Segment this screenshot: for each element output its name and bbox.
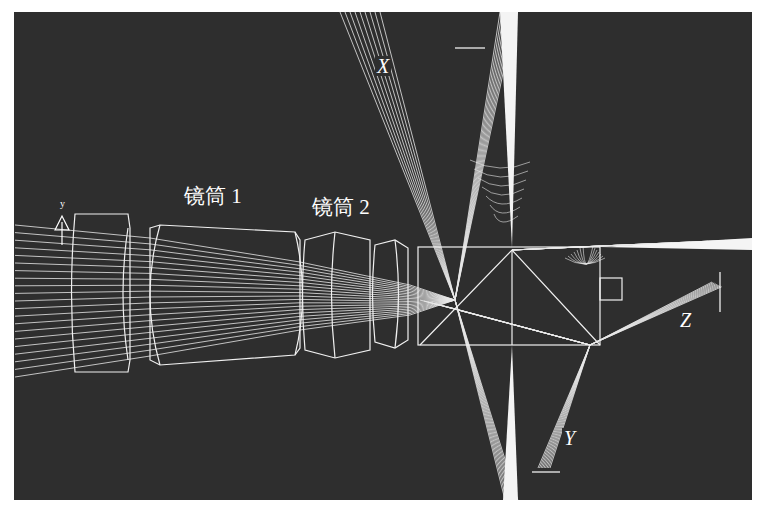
part-name: 镜筒 2 <box>310 197 372 218</box>
dark-ground <box>14 12 752 500</box>
axis-label: y <box>58 199 67 209</box>
lens-outlines <box>72 214 623 372</box>
marks <box>55 48 720 472</box>
part-name: 镜筒 1 <box>182 186 244 207</box>
axis-label: X <box>375 56 391 76</box>
fan-wedges <box>500 12 752 500</box>
axis-label: Y <box>562 428 577 448</box>
rays <box>15 12 744 500</box>
axis-label: Z <box>678 310 693 330</box>
